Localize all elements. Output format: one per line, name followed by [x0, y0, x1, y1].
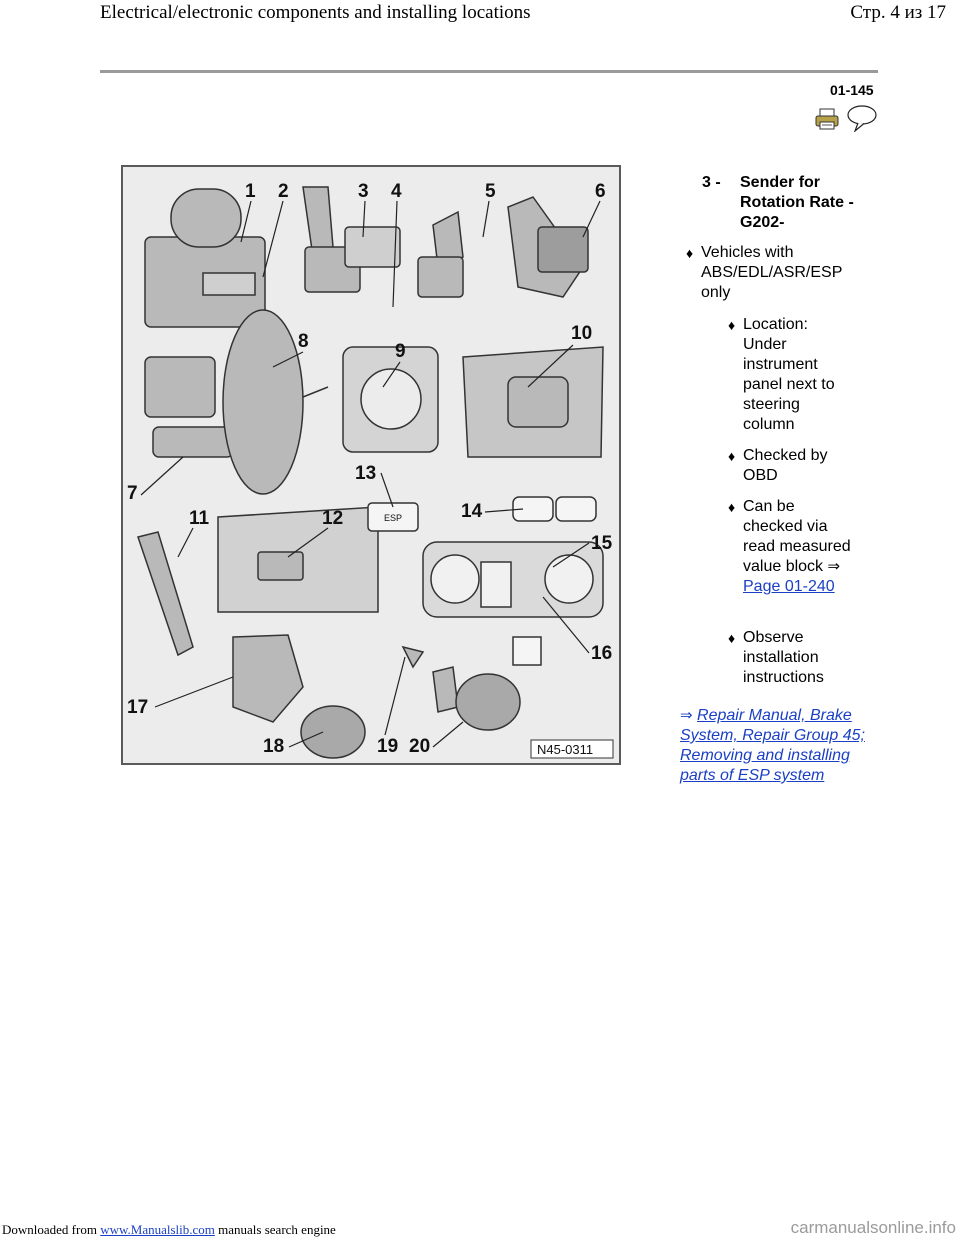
callout-label: 16	[591, 643, 612, 664]
repair-manual-link[interactable]: Repair Manual, Brake System, Repair Grou…	[680, 707, 865, 784]
callout-label: 1	[245, 181, 256, 202]
diamond-bullet-icon: ♦	[728, 448, 736, 464]
sub-bullet-text: Checked by OBD	[743, 447, 828, 484]
callout-label: 6	[595, 181, 606, 202]
document-title: Electrical/electronic components and ins…	[100, 2, 531, 23]
main-bullet-text: Vehicles with ABS/EDL/ASR/ESP only	[701, 244, 843, 301]
figure-reference-code: N45-0311	[537, 742, 593, 757]
callout-label: 19	[377, 736, 398, 757]
callout-label: 18	[263, 736, 284, 757]
callout-label: 3	[358, 181, 369, 202]
comment-icon[interactable]	[846, 104, 878, 133]
callout-label: 20	[409, 736, 430, 757]
watermark: carmanualsonline.info	[790, 1218, 956, 1237]
diamond-bullet-icon: ♦	[728, 630, 736, 646]
download-footer: Downloaded from www.Manualslib.com manua…	[2, 1222, 336, 1238]
arrow-icon: ⇒	[827, 558, 841, 575]
callout-label: 17	[127, 697, 148, 718]
callout-label: 4	[391, 181, 402, 202]
sub-bullet-text: Location: Under instrument panel next to…	[743, 316, 835, 433]
page-indicator: Стр. 4 из 17	[850, 2, 946, 23]
footer-prefix: Downloaded from	[2, 1222, 97, 1237]
top-divider	[100, 70, 878, 73]
callout-label: 12	[322, 508, 343, 529]
page-link[interactable]: Page 01-240	[743, 578, 835, 595]
repair-manual-reference: ⇒ Repair Manual, Brake System, Repair Gr…	[680, 706, 875, 786]
sub-bullet-text: Can be checked via read measured value b…	[743, 498, 851, 575]
arrow-icon: ⇒	[680, 707, 693, 724]
callout-label: 5	[485, 181, 496, 202]
footer-suffix: manuals search engine	[218, 1222, 336, 1237]
callout-label: 9	[395, 341, 406, 362]
callout-label: 11	[189, 508, 210, 529]
callout-label: 7	[127, 483, 138, 504]
esp-button-label: ESP	[384, 513, 402, 523]
diamond-bullet-icon: ♦	[686, 245, 694, 261]
manualslib-link[interactable]: www.Manualslib.com	[100, 1222, 215, 1237]
callout-label: 14	[461, 501, 483, 522]
item-number: 3 -	[702, 174, 721, 191]
component-diagram-drawing: 1 2 3 4 5 6 7 8 9 10 11 12 13 14 15 16 1…	[123, 167, 619, 763]
callout-label: 8	[298, 331, 309, 352]
callout-label: 2	[278, 181, 289, 202]
callout-label: 10	[571, 323, 592, 344]
printer-icon[interactable]	[815, 108, 839, 130]
callout-label: 15	[591, 533, 613, 554]
item-title: Sender for Rotation Rate - G202-	[740, 174, 854, 231]
diamond-bullet-icon: ♦	[728, 499, 736, 515]
page-code: 01-145	[830, 82, 874, 98]
diamond-bullet-icon: ♦	[728, 317, 736, 333]
sub-bullet-text: Observe installation instructions	[743, 629, 824, 686]
component-diagram: 1 2 3 4 5 6 7 8 9 10 11 12 13 14 15 16 1…	[121, 165, 621, 765]
callout-label: 13	[355, 463, 376, 484]
